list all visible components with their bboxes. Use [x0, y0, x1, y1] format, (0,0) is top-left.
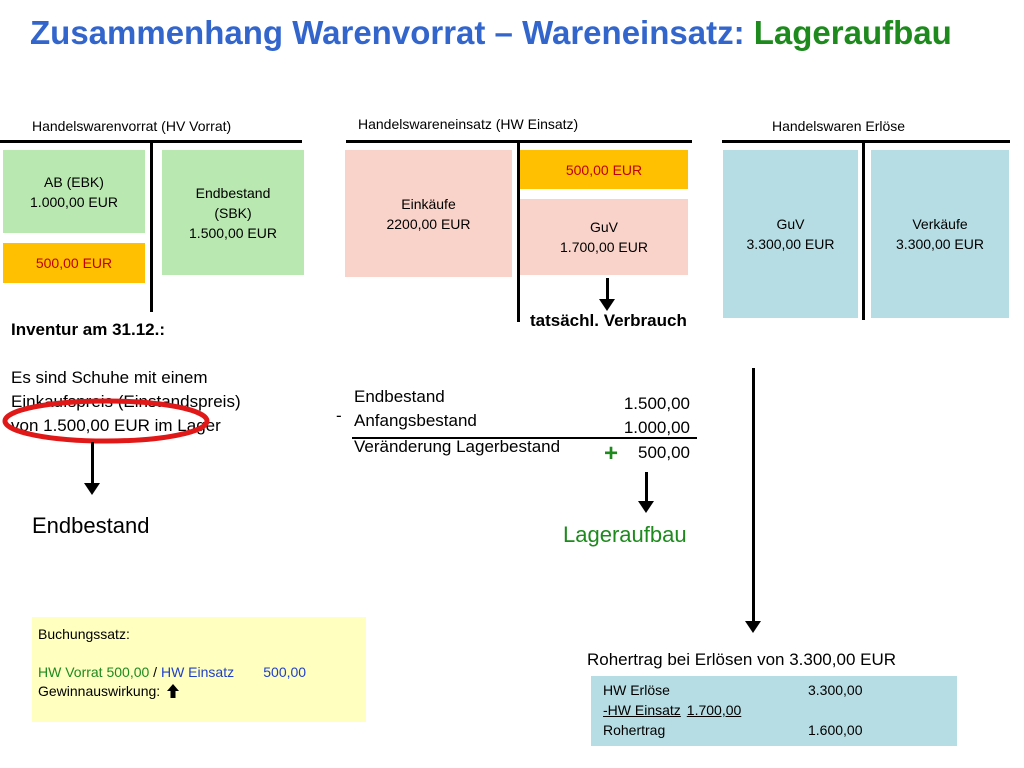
- booking-entry: HW Vorrat 500,00 / HW Einsatz 500,00: [38, 663, 360, 682]
- inventory-heading: Inventur am 31.12.:: [11, 320, 166, 339]
- arrow-up-icon-shape: [167, 684, 180, 698]
- title-main: Zusammenhang Warenvorrat – Wareneinsatz:: [30, 14, 754, 51]
- gross-profit-value: 1.600,00: [808, 722, 863, 738]
- consumption-arrow-head: [599, 299, 615, 311]
- revenue-sales-text: Verkäufe 3.300,00 EUR: [896, 216, 984, 252]
- arrow-up-icon: [167, 684, 180, 698]
- endbestand-arrow-line: [91, 442, 94, 484]
- gross-profit-label: -HW Einsatz: [603, 702, 681, 718]
- calc-minus-sign: -: [336, 406, 342, 425]
- hw-purchases-text: Einkäufe 2200,00 EUR: [386, 195, 471, 232]
- page-title: Zusammenhang Warenvorrat – Wareneinsatz:…: [30, 14, 952, 52]
- calc-row-value: 1.000,00: [623, 418, 690, 437]
- revenue-guv-box: GuV 3.300,00 EUR: [723, 150, 858, 318]
- endbestand-arrow-head: [84, 483, 100, 495]
- inventory-line-1: Es sind Schuhe mit einem: [11, 368, 208, 387]
- hv-account-divider: [150, 140, 153, 312]
- endbestand-result: Endbestand: [32, 513, 150, 538]
- hw-change-text: 500,00 EUR: [565, 161, 643, 178]
- booking-credit-value: 500,00: [263, 664, 307, 680]
- revenue-account-label: Handelswaren Erlöse: [772, 118, 906, 134]
- hw-account-divider: [517, 140, 520, 322]
- booking-debit: HW Vorrat 500,00: [38, 664, 150, 680]
- hv-end-text: Endbestand (SBK) 1.500,00 EUR: [189, 184, 277, 241]
- calc-plus-sign: +: [604, 440, 619, 467]
- highlight-ellipse-shape: [2, 398, 210, 444]
- booking-impact: Gewinnauswirkung:: [38, 682, 360, 701]
- calc-row-label: Veränderung Lagerbestand: [354, 437, 561, 456]
- hw-account-label: Handelswareneinsatz (HW Einsatz): [358, 116, 579, 132]
- consumption-label: tatsächl. Verbrauch: [530, 311, 687, 330]
- revenue-account-topline: [722, 140, 1010, 143]
- gross-profit-label: Rohertrag: [603, 722, 666, 738]
- hw-purchases-box: Einkäufe 2200,00 EUR: [345, 150, 512, 277]
- gross-profit-row: HW Erlöse 3.300,00: [603, 680, 945, 700]
- highlight-ellipse: [2, 398, 210, 444]
- booking-slash: /: [149, 664, 161, 680]
- gross-profit-row: -HW Einsatz 1.700,00: [603, 700, 945, 720]
- hw-change-box: 500,00 EUR: [520, 150, 688, 189]
- revenue-arrow-head: [745, 621, 761, 633]
- booking-note: Buchungssatz: HW Vorrat 500,00 / HW Eins…: [32, 617, 366, 722]
- inventory-line-3: von 1.500,00 EUR im Lager: [11, 416, 221, 435]
- booking-heading: Buchungssatz:: [38, 626, 130, 642]
- hv-account-label: Handelswarenvorrat (HV Vorrat): [32, 118, 232, 134]
- hv-end-box: Endbestand (SBK) 1.500,00 EUR: [162, 150, 304, 275]
- lageraufbau-arrow-head: [638, 501, 654, 513]
- calc-row-value: 500,00: [638, 443, 690, 462]
- revenue-guv-text: GuV 3.300,00 EUR: [746, 216, 835, 252]
- gross-profit-box: HW Erlöse 3.300,00 -HW Einsatz 1.700,00 Ro…: [591, 676, 957, 746]
- gross-profit-row: Rohertrag 1.600,00: [603, 720, 945, 740]
- hv-ab-box: AB (EBK) 1.000,00 EUR: [3, 150, 145, 233]
- gross-profit-value: 3.300,00: [808, 682, 863, 698]
- hv-change-text: 500,00 EUR: [35, 255, 113, 271]
- booking-impact-label: Gewinnauswirkung:: [38, 683, 161, 699]
- calc-row-label: Endbestand: [354, 387, 445, 406]
- revenue-arrow-line: [752, 368, 755, 622]
- gross-profit-label: HW Erlöse: [603, 682, 670, 698]
- calc-row-value: 1.500,00: [623, 394, 690, 413]
- lageraufbau-result: Lageraufbau: [563, 522, 687, 547]
- gross-profit-heading: Rohertrag bei Erlösen von 3.300,00 EUR: [587, 650, 897, 669]
- lageraufbau-arrow-line: [645, 472, 648, 502]
- booking-credit: HW Einsatz: [160, 664, 235, 680]
- revenue-account-divider: [862, 140, 865, 320]
- hw-guv-text: GuV 1.700,00 EUR: [560, 219, 648, 255]
- title-highlight: Lageraufbau: [753, 14, 952, 51]
- hv-change-box: 500,00 EUR: [3, 243, 145, 283]
- calc-row-label: Anfangsbestand: [354, 411, 477, 430]
- consumption-arrow-line: [606, 278, 609, 300]
- revenue-sales-box: Verkäufe 3.300,00 EUR: [871, 150, 1009, 318]
- hv-ab-text: AB (EBK) 1.000,00 EUR: [30, 173, 118, 210]
- calc-sum-line: [352, 437, 697, 439]
- gross-profit-value: 1.700,00: [686, 702, 742, 718]
- hw-guv-box: GuV 1.700,00 EUR: [520, 199, 688, 275]
- booking-spacer: [38, 644, 360, 663]
